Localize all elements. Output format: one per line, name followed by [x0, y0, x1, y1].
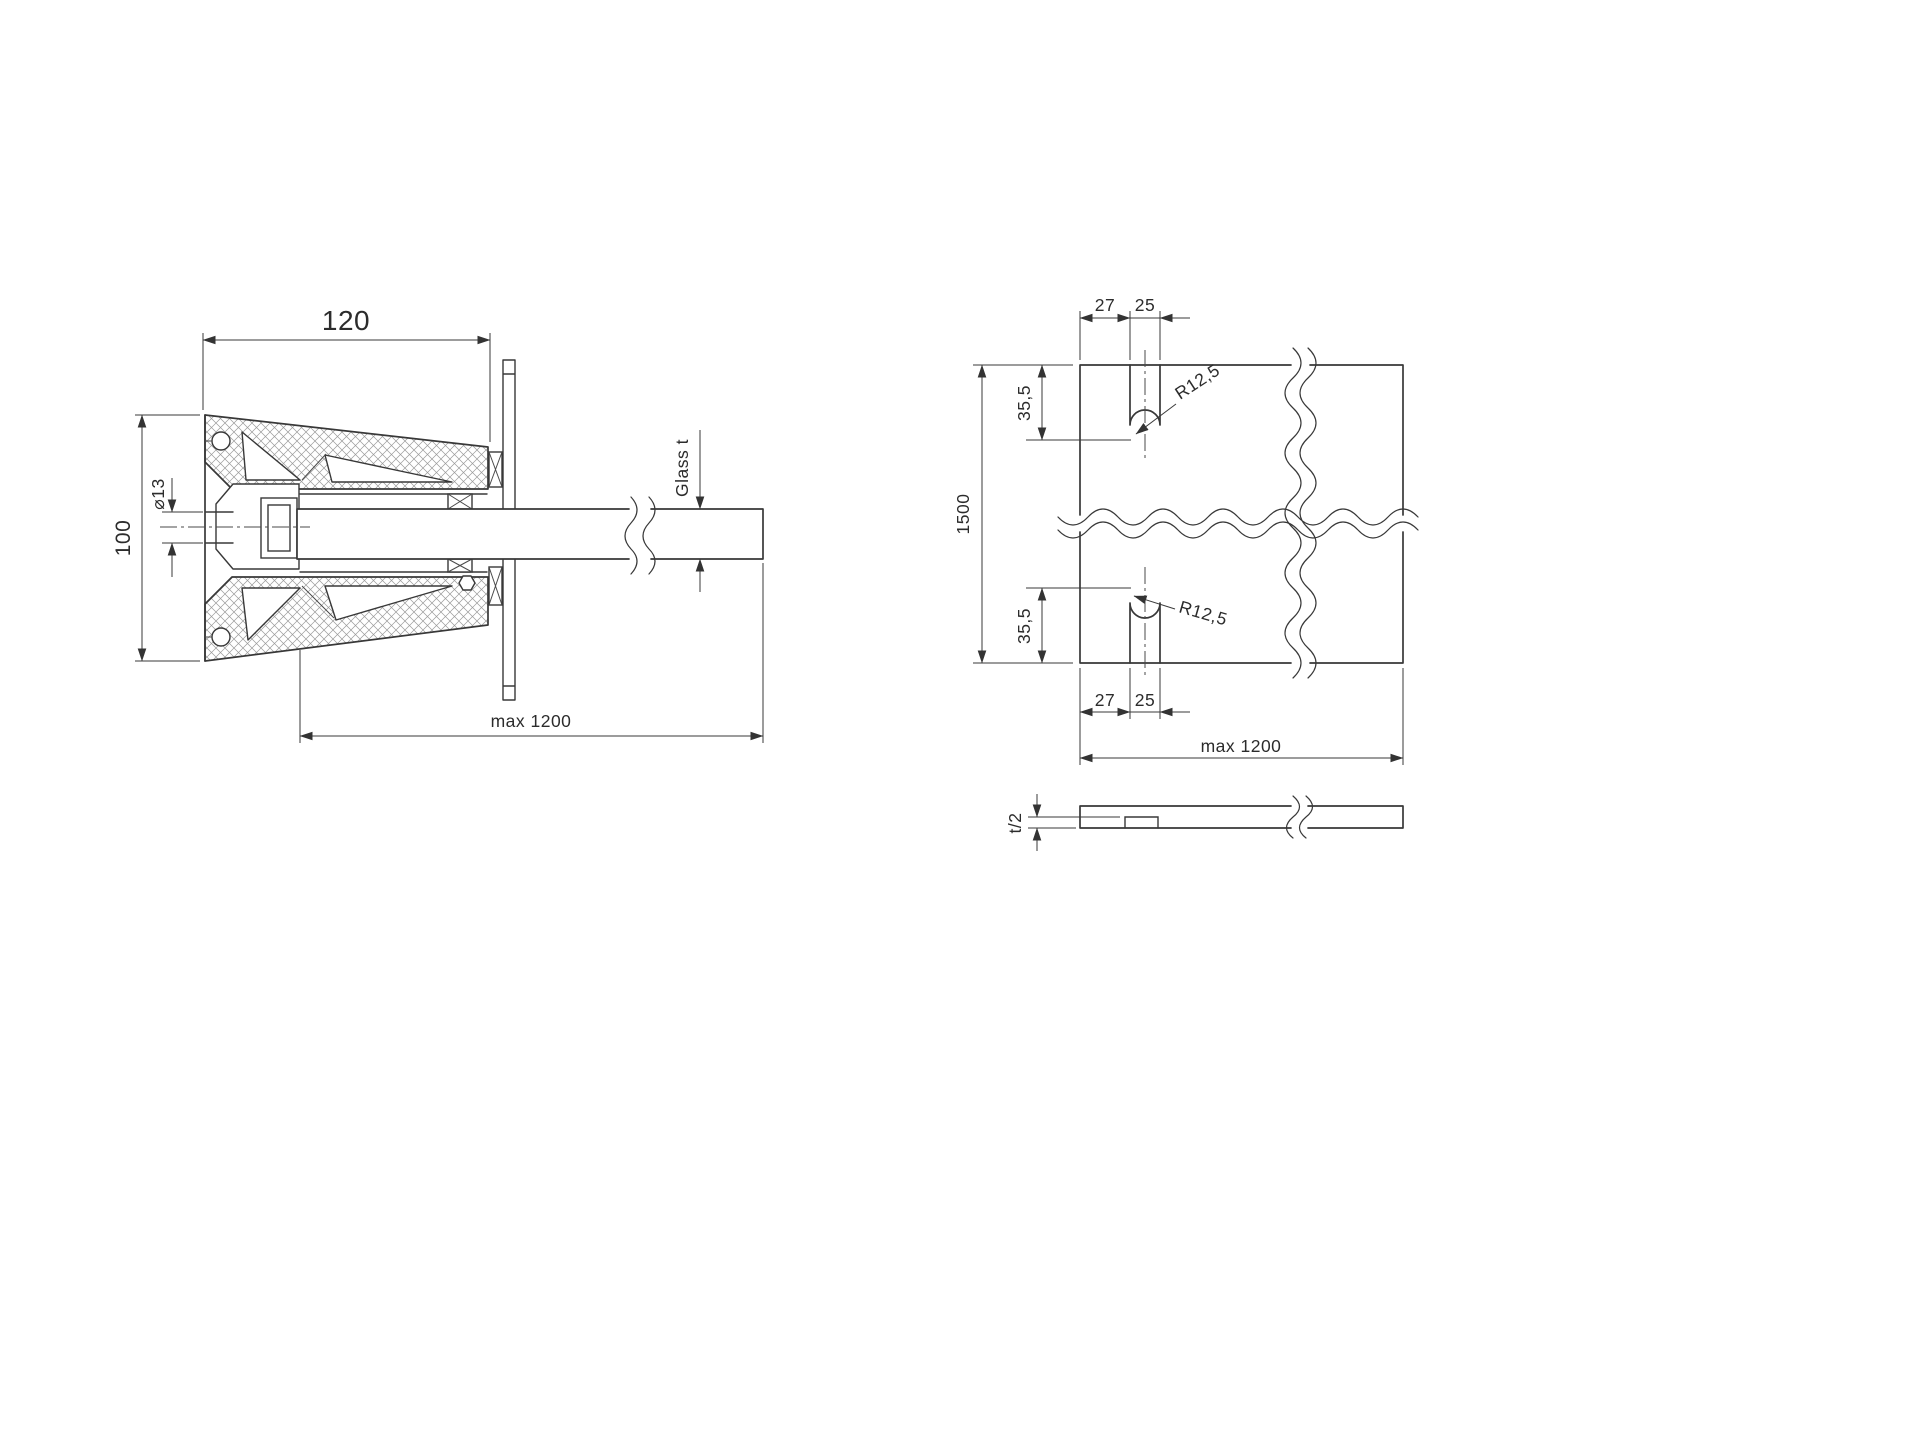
edge-break-lines — [1285, 795, 1314, 839]
screw-boss-top — [211, 431, 231, 451]
dim-100-label: 100 — [112, 520, 135, 557]
dim-max1200-panel-label: max 1200 — [1201, 736, 1282, 756]
leader-radius-bottom — [1133, 595, 1176, 610]
dim-1500-label: 1500 — [953, 494, 973, 535]
screw-boss-bottom — [211, 627, 231, 647]
dim-355-top-label: 35,5 — [1014, 385, 1034, 421]
dim-25-top-label: 25 — [1135, 295, 1155, 315]
glass-outline — [296, 508, 764, 560]
dim-t2-label: t/2 — [1005, 813, 1025, 834]
hole-13-edges — [205, 511, 234, 544]
dim-355-bottom-label: 35,5 — [1014, 608, 1034, 644]
dim-25-bottom-label: 25 — [1135, 690, 1155, 710]
glass-fill — [297, 509, 763, 559]
profile-web-voids — [241, 431, 453, 641]
glass-thickness-label: Glass t — [672, 439, 692, 497]
panel-elevation-view: 27 25 1500 35,5 R12,5 35,5 R12,5 27 25 m… — [953, 295, 1419, 765]
edge-ext-lines — [1028, 816, 1120, 829]
panel-break-horizontal — [1057, 508, 1419, 539]
edge-outline — [1079, 805, 1404, 829]
glass-break-lines — [624, 496, 656, 575]
dim-120-label: 120 — [322, 305, 370, 336]
dim-max1200-section-label: max 1200 — [491, 711, 572, 731]
dim-hole-diameter-label: ⌀13 — [148, 478, 168, 510]
hub-tube-inner — [267, 504, 291, 552]
dim-27-bottom-label: 27 — [1095, 690, 1115, 710]
section-ext-lines — [135, 333, 764, 743]
connector-crosses — [488, 451, 503, 606]
edge-slot-notch — [1124, 816, 1159, 829]
radius-bottom-label: R12,5 — [1177, 597, 1230, 630]
hex-bolt — [458, 575, 476, 591]
panel-edge-view: t/2 — [1005, 794, 1404, 851]
radius-top-label: R12,5 — [1171, 360, 1223, 404]
profile-web-lines — [301, 453, 335, 619]
panel-break-vertical — [1284, 347, 1317, 679]
leader-radius-top — [1135, 403, 1177, 435]
clamp-screw-crosses — [447, 493, 473, 573]
dim-27-top-label: 27 — [1095, 295, 1115, 315]
boss-notches — [205, 440, 212, 638]
panel-ext-lines — [973, 311, 1404, 765]
section-view: 120 100 ⌀13 Glass t max 1200 — [112, 305, 764, 743]
